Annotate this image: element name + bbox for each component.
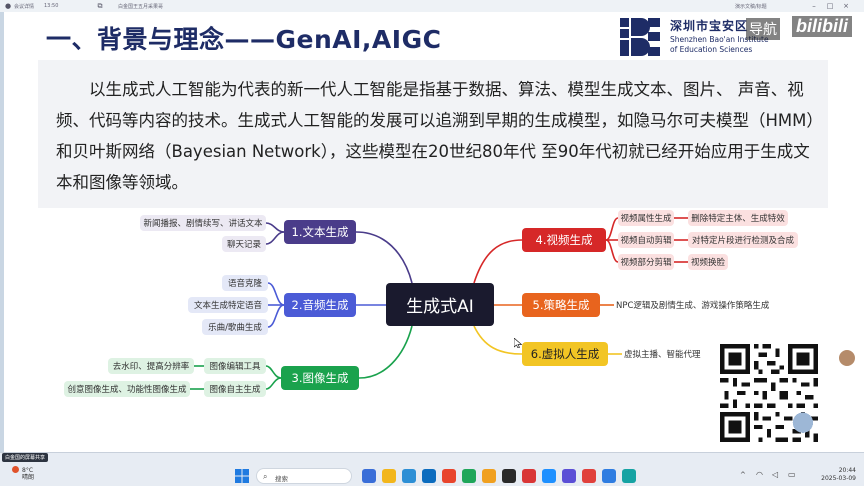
slide-title: 一、背景与理念——GenAI,AIGC	[46, 25, 442, 54]
image-leaf-watermark-resolution: 去水印、提高分辨率	[108, 358, 194, 374]
mindmap-center-node: 生成式AI	[386, 283, 494, 326]
screen-share-banner[interactable]: 白金国的屏幕共享	[2, 453, 49, 462]
topbar-meeting-info[interactable]: 会议详情	[14, 4, 35, 10]
app-icon-10[interactable]	[562, 469, 576, 483]
speaker-avatar[interactable]	[838, 349, 856, 367]
weather-temp: 8°C	[22, 467, 34, 474]
app-icon-13[interactable]	[622, 469, 636, 483]
weather-widget[interactable]: 8°C 晴朗	[8, 467, 34, 481]
branch-virtual-human-generation: 6.虚拟人生成	[522, 342, 608, 366]
search-placeholder: 搜索	[275, 475, 288, 483]
minimize-icon[interactable]: –	[812, 2, 816, 10]
connector-video	[473, 239, 523, 284]
meeting-icon[interactable]: ●	[4, 2, 12, 10]
branch-text-generation: 1.文本生成	[284, 220, 356, 244]
taskbar-clock[interactable]: 20:44 2025-03-09	[821, 467, 856, 483]
tray-chevron-icon[interactable]: ^	[740, 471, 746, 479]
topbar-time: 13:50	[44, 3, 59, 9]
qr-code-icon	[716, 340, 822, 446]
institute-logo-icon	[620, 18, 660, 56]
clock-date: 2025-03-09	[821, 475, 856, 482]
wps-icon[interactable]	[522, 469, 536, 483]
share-icon[interactable]: ⧉	[97, 2, 103, 10]
strategy-leaf-npc: NPC逻辑及剧情生成、游戏操作策略生成	[616, 301, 770, 311]
audio-leaf-music: 乐曲/歌曲生成	[202, 319, 268, 335]
connector-text	[355, 231, 413, 284]
screen-share-topbar: ● 会议详情 13:50 ⧉ 白金国王五月采果哥 演示文稿/标题 – □ ×	[0, 0, 864, 12]
presentation-slide: 一、背景与理念——GenAI,AIGC 深圳市宝安区 Shenzhen Bao'…	[4, 12, 864, 452]
video-sub-attribute: 视频属性生成	[618, 210, 674, 226]
video-leaf-face-swap: 视频换脸	[688, 254, 728, 270]
connector-text-leaf1	[265, 222, 285, 233]
topbar-slide-label[interactable]: 演示文稿/标题	[735, 4, 767, 10]
store-icon[interactable]	[422, 469, 436, 483]
connector-virtual	[473, 325, 523, 355]
branch-strategy-generation: 5.策略生成	[522, 293, 600, 317]
windows-start-icon[interactable]	[235, 469, 249, 483]
edge-browser-icon[interactable]	[402, 469, 416, 483]
wechat-icon[interactable]	[462, 469, 476, 483]
text-leaf-news: 新闻播报、剧情续写、讲话文本	[140, 215, 266, 231]
audio-leaf-tts: 文本生成特定语音	[188, 297, 268, 313]
wifi-icon[interactable]: ◠	[756, 470, 763, 479]
powerpoint-icon[interactable]	[582, 469, 596, 483]
logo-english-line1: Shenzhen Bao'an Institute	[670, 35, 769, 44]
intro-paragraph: 以生成式人工智能为代表的新一代人工智能是指基于数据、算法、模型生成文本、图片、 …	[56, 80, 815, 192]
windows-taskbar: 白金国的屏幕共享 8°C 晴朗 ⌕ 搜索 ^ ◠ ◁ ▭ 20:44 2025-…	[0, 452, 864, 486]
volume-icon[interactable]: ◁	[772, 470, 779, 479]
search-icon: ⌕	[263, 472, 268, 481]
weather-icon[interactable]	[12, 466, 19, 473]
connector-image	[358, 325, 413, 379]
audio-leaf-voice-clone: 语音克隆	[222, 275, 268, 291]
video-leaf-detect-compose: 对特定片段进行检测及合成	[688, 232, 798, 248]
institute-logo: 深圳市宝安区 Shenzhen Bao'an Institute of Educ…	[618, 16, 858, 62]
image-leaf-creative: 创意图像生成、功能性图像生成	[64, 381, 190, 397]
connector-video-sub1	[605, 217, 619, 241]
virtual-leaf-anchor: 虚拟主播、智能代理	[624, 350, 701, 360]
folder-icon[interactable]	[482, 469, 496, 483]
text-leaf-chat: 聊天记录	[222, 236, 266, 252]
connector-image-sub2	[265, 377, 282, 390]
bilibili-watermark: bilibili	[792, 16, 852, 37]
app-icon-12[interactable]	[602, 469, 616, 483]
logo-english-line2: of Education Sciences	[670, 45, 753, 54]
taskbar-search-box[interactable]: ⌕ 搜索	[256, 468, 352, 484]
logo-chinese-name: 深圳市宝安区	[670, 19, 749, 33]
intro-textbox: 以生成式人工智能为代表的新一代人工智能是指基于数据、算法、模型生成文本、图片、 …	[38, 60, 828, 208]
maximize-icon[interactable]: □	[826, 2, 834, 10]
image-sub-editing-tools: 图像编辑工具	[204, 358, 266, 374]
video-leaf-remove-subject: 删除特定主体、生成特效	[688, 210, 788, 226]
video-sub-partial-edit: 视频部分剪辑	[618, 254, 674, 270]
connector-image-sub1	[265, 365, 282, 379]
nav-overlay-label[interactable]: 导航	[746, 18, 780, 40]
connector-audio-leaf3	[267, 304, 285, 328]
close-icon[interactable]: ×	[843, 2, 849, 10]
file-explorer-icon[interactable]	[382, 469, 396, 483]
office-icon[interactable]	[442, 469, 456, 483]
branch-video-generation: 4.视频生成	[522, 228, 606, 252]
connector-audio-leaf1	[267, 282, 285, 306]
branch-image-generation: 3.图像生成	[281, 366, 359, 390]
battery-icon[interactable]: ▭	[788, 470, 796, 479]
weather-desc: 晴朗	[22, 474, 35, 481]
mouse-pointer-icon	[514, 338, 522, 348]
mindmap-connectors	[190, 217, 688, 390]
image-sub-autonomous: 图像自主生成	[204, 381, 266, 397]
meeting-app-icon[interactable]	[542, 469, 556, 483]
qq-icon[interactable]	[502, 469, 516, 483]
clock-time: 20:44	[838, 467, 856, 474]
branch-audio-generation: 2.音频生成	[284, 293, 356, 317]
topbar-presenter: 白金国王五月采果哥	[118, 4, 164, 10]
video-sub-auto-edit: 视频自动剪辑	[618, 232, 674, 248]
connector-video-sub3	[605, 239, 619, 263]
task-view-icon[interactable]	[362, 469, 376, 483]
connector-text-leaf2	[265, 231, 285, 245]
